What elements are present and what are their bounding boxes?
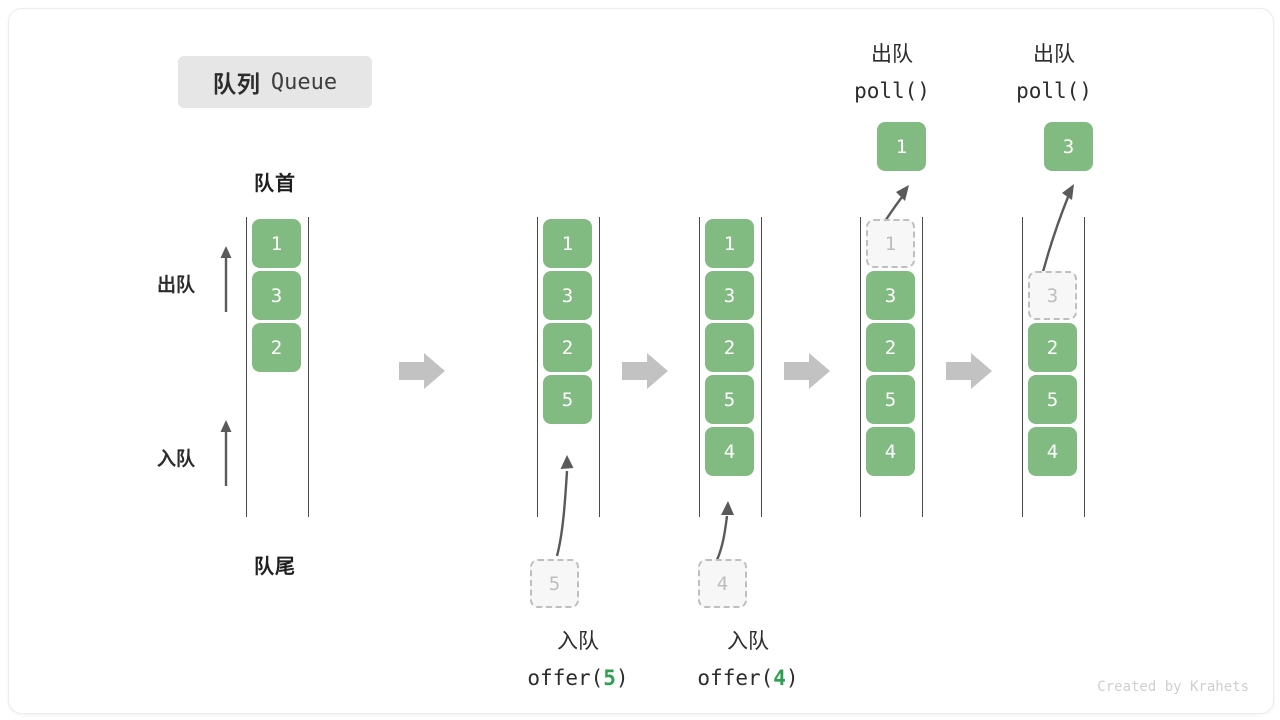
queue-cell: 2 <box>866 323 915 372</box>
diagram-canvas: 队列 Queue 队首 队尾 出队 入队 1 3 2 1 3 2 5 <box>8 8 1274 714</box>
queue-slots: 1 3 2 5 4 <box>866 219 915 479</box>
queue-rail-right <box>922 217 923 517</box>
offer-4-caption: 入队 offer(4) <box>648 624 848 696</box>
title-en: Queue <box>270 69 338 95</box>
queue-rail-left <box>246 217 247 517</box>
queue-cell: 2 <box>1028 323 1077 372</box>
title-cn: 队列 <box>212 71 261 97</box>
flow-arrow-icon <box>399 353 445 389</box>
caption-fn: offer( <box>697 666 774 690</box>
queue-cell-empty <box>1028 219 1077 268</box>
enqueue-arrow-icon <box>555 455 574 557</box>
caption-arg: 5 <box>603 666 616 690</box>
queue-cell: 5 <box>1028 375 1077 424</box>
queue-cell: 1 <box>543 219 592 268</box>
queue-cell: 4 <box>866 427 915 476</box>
dequeue-direction-label: 出队 <box>157 275 196 296</box>
queue-slots: 1 3 2 5 <box>543 219 592 427</box>
offer-5-caption: 入队 offer(5) <box>478 624 678 696</box>
enqueue-direction-label: 入队 <box>157 449 196 470</box>
queue-cell: 2 <box>252 323 301 372</box>
enqueue-arrow-icon <box>715 501 734 561</box>
queue-cell: 5 <box>705 375 754 424</box>
caption-code: offer(5) <box>478 660 678 696</box>
caption-cn: 入队 <box>727 630 769 653</box>
queue-rail-left <box>1022 217 1023 517</box>
dequeue-direction-arrow-icon <box>220 246 232 312</box>
flow-arrow-icon <box>622 353 668 389</box>
queue-rail-right <box>761 217 762 517</box>
credit-text: Created by Krahets <box>1097 679 1249 695</box>
caption-cn: 出队 <box>871 43 913 66</box>
caption-arg: 4 <box>773 666 786 690</box>
polled-value-chip: 1 <box>877 122 926 171</box>
queue-slots: 3 2 5 4 <box>1028 219 1077 479</box>
caption-code: poll() <box>1016 79 1092 103</box>
queue-cell-removed: 1 <box>866 219 915 268</box>
tail-label: 队尾 <box>254 556 296 578</box>
poll-1-caption: 出队 poll() <box>817 37 967 109</box>
caption-code: poll() <box>854 79 930 103</box>
queue-cell: 3 <box>705 271 754 320</box>
flow-arrow-icon <box>784 353 830 389</box>
caption-fn-end: ) <box>785 666 799 690</box>
caption-cn: 入队 <box>557 630 599 653</box>
incoming-ghost-cell: 5 <box>530 559 579 608</box>
queue-rail-right <box>599 217 600 517</box>
queue-cell: 4 <box>1028 427 1077 476</box>
caption-code: offer(4) <box>648 660 848 696</box>
queue-cell: 1 <box>252 219 301 268</box>
queue-cell: 1 <box>705 219 754 268</box>
flow-arrow-icon <box>946 353 992 389</box>
polled-value-chip: 3 <box>1044 122 1093 171</box>
queue-slots: 1 3 2 <box>252 219 301 375</box>
queue-rail-left <box>537 217 538 517</box>
queue-cell: 3 <box>543 271 592 320</box>
queue-cell: 5 <box>866 375 915 424</box>
queue-rail-left <box>699 217 700 517</box>
enqueue-direction-arrow-icon <box>220 420 232 486</box>
queue-cell: 2 <box>543 323 592 372</box>
queue-cell-new: 4 <box>705 427 754 476</box>
incoming-ghost-cell: 4 <box>698 559 747 608</box>
queue-rail-right <box>1084 217 1085 517</box>
queue-rail-right <box>308 217 309 517</box>
queue-rail-left <box>860 217 861 517</box>
caption-fn-end: ) <box>615 666 629 690</box>
queue-cell-new: 5 <box>543 375 592 424</box>
queue-cell-removed: 3 <box>1028 271 1077 320</box>
poll-3-caption: 出队 poll() <box>979 37 1129 109</box>
queue-cell: 2 <box>705 323 754 372</box>
head-label: 队首 <box>254 173 296 195</box>
queue-cell: 3 <box>866 271 915 320</box>
queue-slots: 1 3 2 5 4 <box>705 219 754 479</box>
queue-cell: 3 <box>252 271 301 320</box>
caption-cn: 出队 <box>1033 43 1075 66</box>
diagram-title-badge: 队列 Queue <box>178 56 372 108</box>
caption-fn: offer( <box>527 666 604 690</box>
